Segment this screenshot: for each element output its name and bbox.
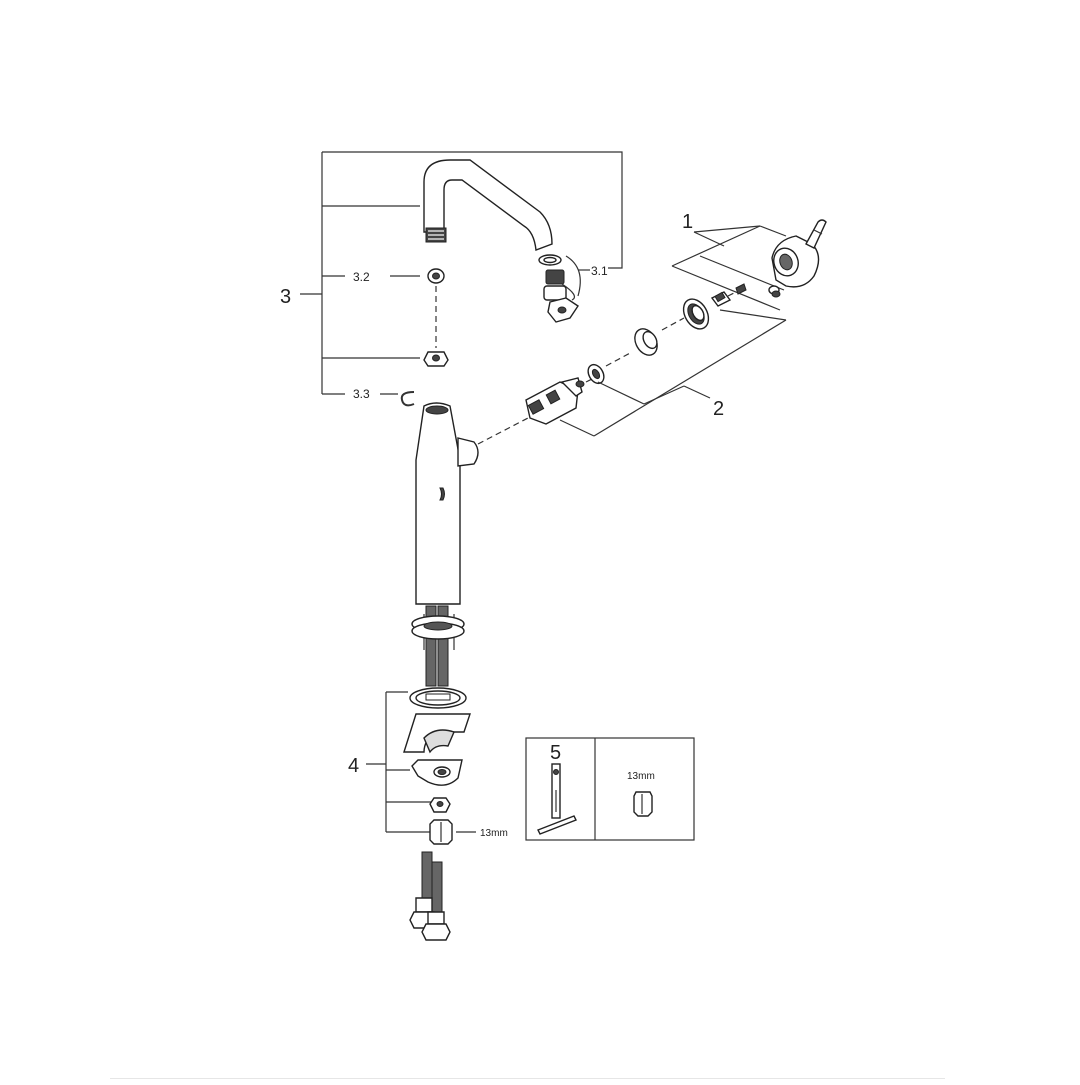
callout-3-1: 3.1 — [591, 264, 608, 278]
mounting-bracket — [403, 713, 471, 754]
base-flange — [411, 615, 465, 640]
bracket-group-1 — [671, 225, 787, 311]
spout-nut — [423, 351, 449, 367]
callout-3-3: 3.3 — [353, 387, 370, 401]
callout-3: 3 — [280, 286, 291, 308]
bottom-divider — [110, 1078, 945, 1079]
socket-13mm-icon — [633, 791, 653, 817]
o-ring-3-2-hole — [432, 272, 440, 280]
cartridge-ring-hole — [591, 368, 601, 380]
adapter-bushing — [710, 291, 732, 307]
handle-cap — [768, 285, 781, 298]
callout-5: 5 — [550, 742, 561, 764]
threaded-nut — [634, 328, 658, 356]
callout-1: 1 — [682, 211, 693, 233]
handle-lever — [771, 219, 827, 288]
horseshoe-plate — [411, 759, 463, 786]
cover-ring — [682, 298, 710, 330]
bracket-group-2 — [559, 309, 787, 437]
clip-3-3 — [400, 391, 415, 407]
spout — [423, 159, 553, 251]
bracket-group-4 — [366, 691, 432, 833]
aerator-3-1 — [538, 254, 590, 323]
wrench-size-label: 13mm — [480, 828, 508, 839]
cartridge-axis-line — [477, 417, 529, 445]
callout-2: 2 — [713, 398, 724, 420]
faucet-body — [415, 402, 479, 605]
cartridge-axis-2 — [585, 377, 595, 383]
bracket-group-3 — [300, 151, 623, 395]
handle-axis — [727, 291, 737, 297]
gasket-ring — [409, 687, 467, 709]
handle-screw — [735, 283, 747, 295]
cartridge-2 — [525, 377, 585, 425]
callout-3-2: 3.2 — [353, 270, 370, 284]
sleeve-nut — [429, 819, 453, 845]
lock-nut — [429, 797, 451, 813]
inset-wrench-size-label: 13mm — [627, 771, 655, 782]
lower-hoses — [409, 851, 451, 941]
tool-key-icon — [537, 763, 577, 835]
cartridge-axis-4 — [661, 317, 685, 331]
cartridge-axis-3 — [605, 351, 633, 367]
callout-4: 4 — [348, 755, 359, 777]
